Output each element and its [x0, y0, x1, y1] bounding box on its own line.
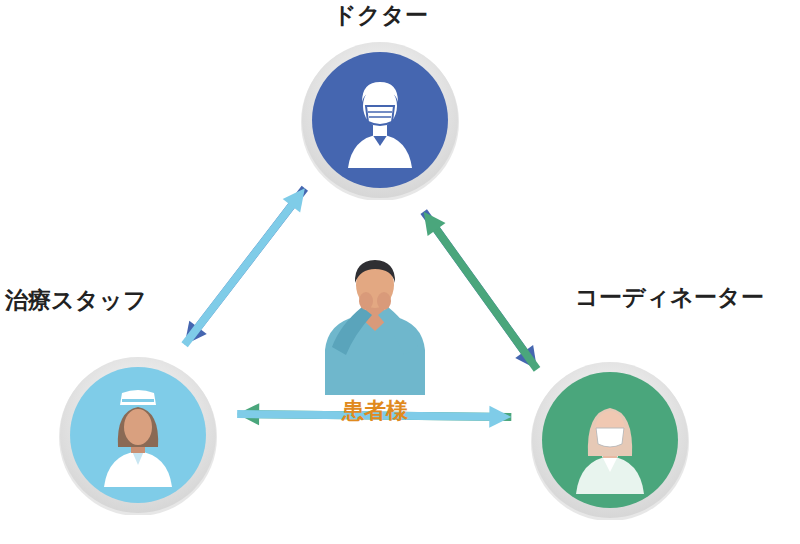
- flow-arrow: [185, 188, 305, 344]
- role-circle: ドクター: [300, 40, 460, 200]
- patient-illustration: [300, 255, 450, 395]
- role-label: 治療スタッフ: [5, 287, 147, 315]
- role-circle: コーディネーター: [530, 360, 690, 520]
- role-label: ドクター: [333, 2, 428, 30]
- role-circle: 治療スタッフ: [58, 355, 218, 515]
- circle-shape: [530, 360, 690, 520]
- flow-arrow: [424, 212, 537, 370]
- circle-shape: [300, 40, 460, 200]
- role-label: コーディネーター: [575, 284, 764, 312]
- flow-arrow: [424, 212, 537, 370]
- circle-shape: [58, 355, 218, 515]
- patient-label: 患者様: [342, 398, 408, 424]
- flow-arrow: [185, 188, 305, 344]
